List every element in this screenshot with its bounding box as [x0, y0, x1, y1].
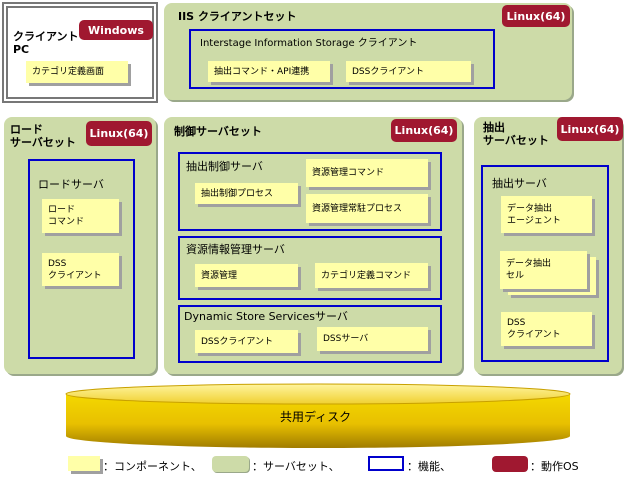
function-resource-info-server [178, 236, 442, 300]
component-resource-management-command: 資源管理コマンド [306, 159, 428, 187]
iis-client-set-title: IIS クライアントセット [178, 10, 297, 23]
legend-function-swatch [368, 456, 404, 471]
os-badge-linux-control: Linux(64) [391, 119, 457, 142]
component-dss-client-control: DSSクライアント [195, 330, 298, 353]
component-extract-control-process: 抽出制御プロセス [195, 183, 298, 204]
dss-server-function-title: Dynamic Store Servicesサーバ [184, 310, 348, 323]
component-resource-management-resident-process: 資源管理常駐プロセス [306, 194, 428, 223]
extract-set-title: 抽出 サーバセット [483, 121, 549, 147]
shared-disk-top [65, 383, 571, 405]
component-resource-management: 資源管理 [195, 264, 298, 287]
component-dss-client-load: DSS クライアント [42, 253, 119, 286]
legend-component-label: ：コンポーネント、 [103, 460, 202, 473]
component-extract-command-api: 抽出コマンド・API連携 [208, 61, 330, 82]
function-dss-server [178, 305, 442, 363]
legend-component-swatch [68, 456, 100, 471]
shared-disk-label: 共用ディスク [280, 410, 352, 424]
legend-os-swatch [492, 456, 528, 472]
function-iis-client [189, 29, 495, 89]
component-category-definition-screen: カテゴリ定義画面 [26, 61, 128, 83]
resource-info-server-title: 資源情報管理サーバ [186, 243, 285, 256]
legend-os-label: ：動作OS [530, 460, 579, 473]
os-badge-linux-load: Linux(64) [86, 121, 152, 146]
load-set-title: ロード サーバセット [10, 123, 76, 149]
os-badge-linux-extract: Linux(64) [557, 117, 623, 141]
function-load-server [28, 159, 135, 359]
component-load-command: ロード コマンド [42, 199, 119, 233]
component-data-extract-cell: データ抽出 セル [500, 251, 587, 289]
component-data-extract-agent: データ抽出 エージェント [501, 196, 592, 233]
component-category-definition-command: カテゴリ定義コマンド [315, 263, 428, 288]
client-pc-title: クライアント PC [13, 30, 79, 56]
os-badge-linux-iis: Linux(64) [502, 5, 570, 27]
legend-function-label: ：機能、 [407, 460, 451, 473]
legend-server-set-label: ：サーバセット、 [252, 460, 340, 473]
iis-client-function-title: Interstage Information Storage クライアント [200, 38, 418, 49]
component-dss-client-extract: DSS クライアント [501, 312, 592, 346]
control-set-title: 制御サーバセット [174, 125, 262, 138]
legend-server-set-swatch [212, 456, 249, 472]
os-badge-windows: Windows [79, 20, 153, 40]
shared-disk-body [66, 394, 570, 448]
component-dss-client-iis: DSSクライアント [346, 61, 471, 82]
extract-control-server-title: 抽出制御サーバ [186, 160, 263, 173]
component-dss-server: DSSサーバ [317, 327, 428, 351]
load-server-function-title: ロードサーバ [38, 178, 104, 191]
extract-server-function-title: 抽出サーバ [492, 177, 547, 190]
shared-disk [65, 383, 571, 448]
function-extract-control-server [178, 152, 442, 231]
function-extract-server [481, 165, 609, 362]
